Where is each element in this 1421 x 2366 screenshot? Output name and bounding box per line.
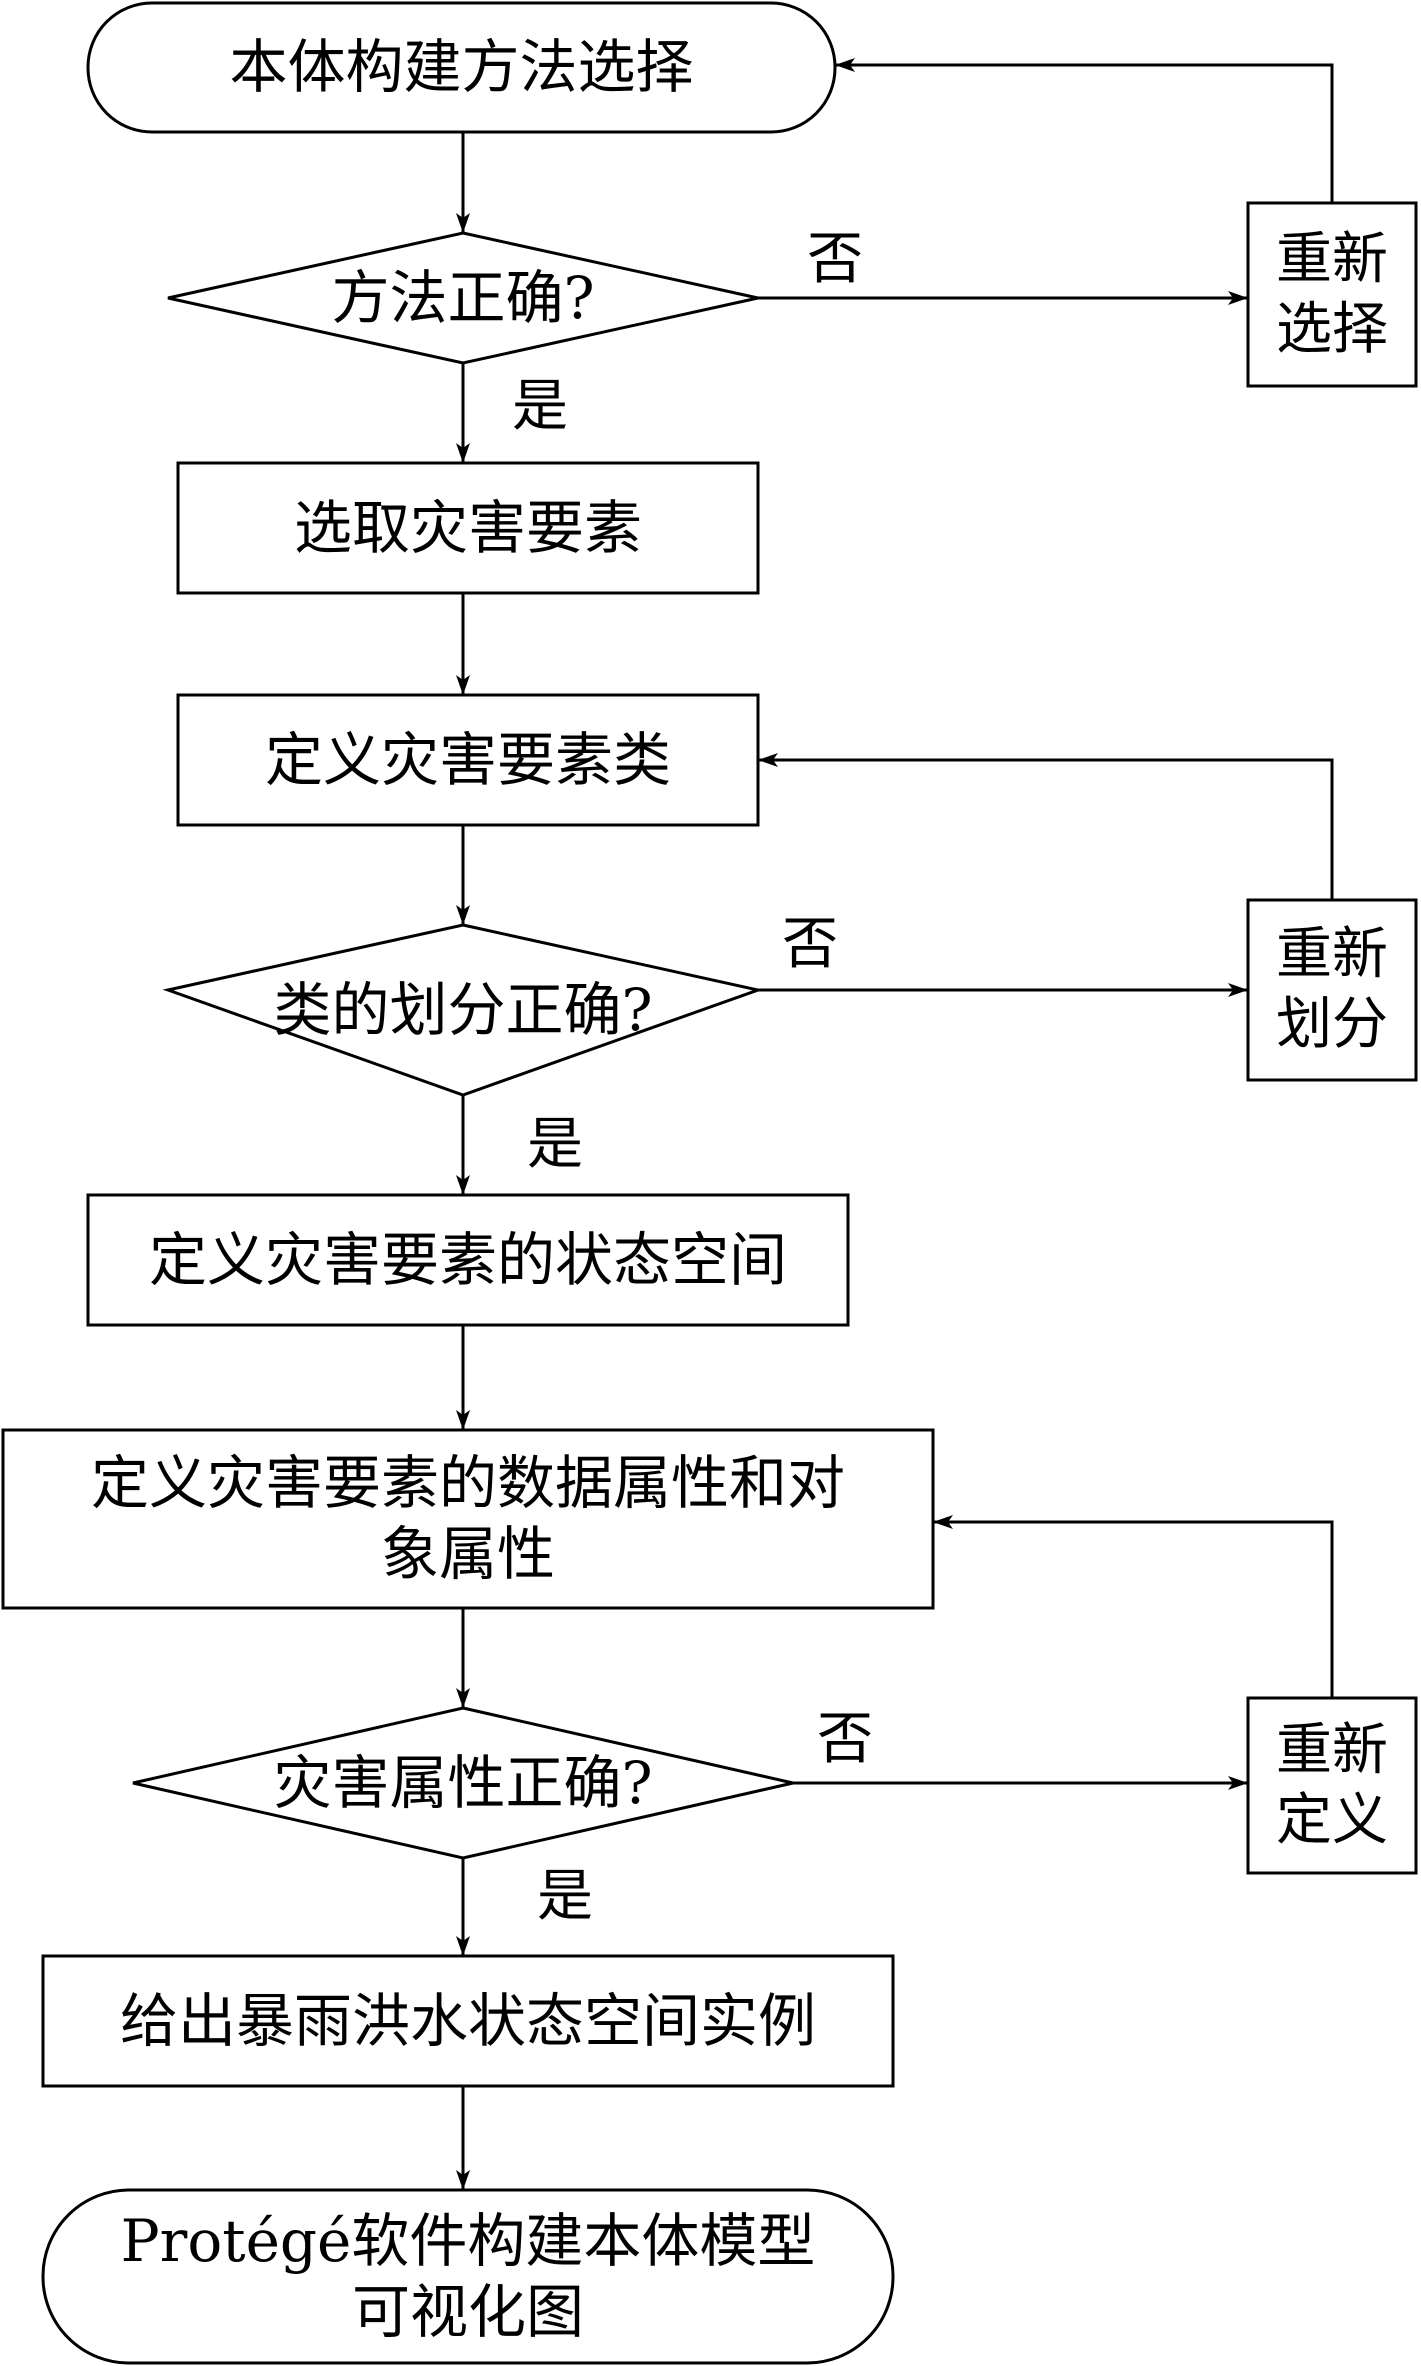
end-terminal (41, 2188, 895, 2365)
yes-label-1: 是 (512, 373, 568, 439)
redefine-label: 重新 定义 (1276, 1717, 1388, 1853)
data-object-properties-label: 定义灾害要素的数据属性和对 象属性 (90, 1449, 845, 1588)
select-elements-label: 选取灾害要素 (293, 493, 642, 562)
no-label-3: 否 (817, 1706, 873, 1772)
no-label-2: 否 (782, 911, 838, 977)
repartition-label: 重新 划分 (1276, 922, 1388, 1057)
rainstorm-instance-label: 给出暴雨洪水状态空间实例 (119, 1986, 816, 2055)
box-rainstorm-instance (41, 1954, 895, 2088)
start-label: 本体构建方法选择 (229, 33, 694, 102)
yes-label-2: 是 (527, 1111, 583, 1177)
define-classes-label: 定义灾害要素类 (264, 725, 671, 794)
box-state-space (86, 1193, 850, 1327)
state-space-label: 定义灾害要素的状态空间 (148, 1225, 787, 1294)
arrow-redefine-back (933, 1515, 1334, 1698)
arrow-repartition-back (758, 753, 1334, 900)
decision-label-attributes: 灾害属性正确? (273, 1748, 653, 1817)
box-select-elements (176, 461, 760, 595)
decision-label-classes: 类的划分正确? (273, 975, 653, 1044)
decision-label-method: 方法正确? (331, 263, 595, 332)
end-label: Protégé软件构建本体模型 可视化图 (120, 2206, 816, 2346)
reselect-label: 重新 选择 (1276, 226, 1388, 362)
arrow-reselect-back (835, 58, 1334, 203)
yes-label-3: 是 (537, 1863, 593, 1929)
no-label-1: 否 (807, 226, 863, 292)
